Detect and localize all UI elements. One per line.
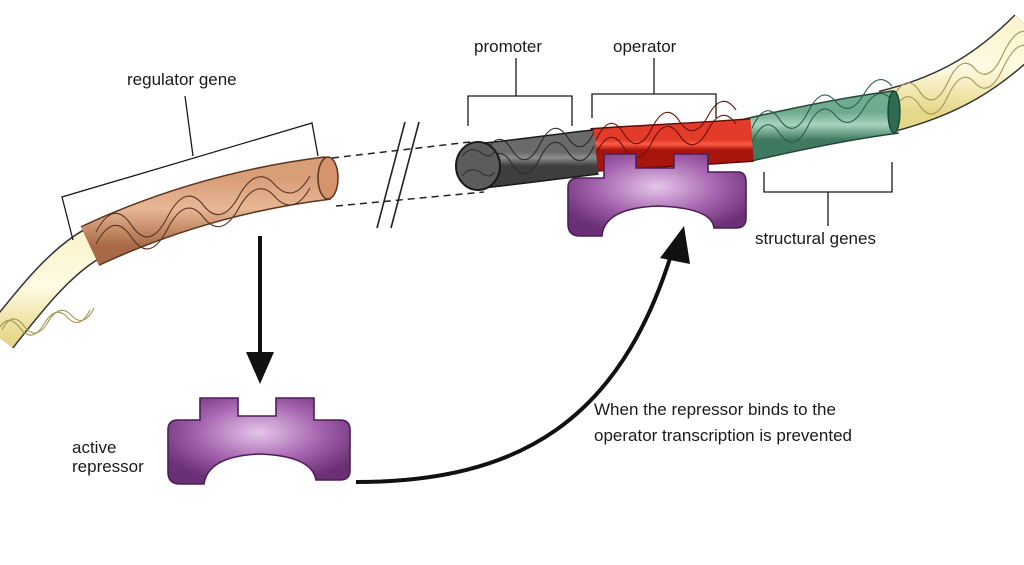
regulator-gene-segment	[80, 156, 339, 266]
dna-strand-right	[878, 14, 1024, 134]
structural-genes-segment	[743, 79, 901, 162]
caption-line2: operator transcription is prevented	[594, 426, 852, 445]
promoter-label: promoter	[474, 37, 542, 56]
operator-bracket	[591, 58, 717, 118]
dna-strand-left	[0, 229, 101, 349]
promoter-bracket	[467, 58, 573, 126]
regulator-gene-label: regulator gene	[127, 70, 237, 89]
structural-genes-bracket	[763, 162, 893, 226]
down-arrow	[246, 236, 274, 384]
active-repressor-label-line1: active	[72, 438, 116, 457]
operator-label: operator	[613, 37, 677, 56]
caption-line1: When the repressor binds to the	[594, 400, 836, 419]
regulator-gene-bracket	[61, 95, 319, 241]
binding-arrow	[355, 226, 690, 484]
promoter-segment	[455, 127, 599, 191]
active-repressor-label-line2: repressor	[72, 457, 144, 476]
operator-segment	[590, 100, 754, 172]
bound-repressor	[567, 153, 747, 237]
structural-genes-label: structural genes	[755, 229, 876, 248]
active-repressor-protein	[167, 397, 351, 485]
dashed-connector	[331, 121, 485, 229]
